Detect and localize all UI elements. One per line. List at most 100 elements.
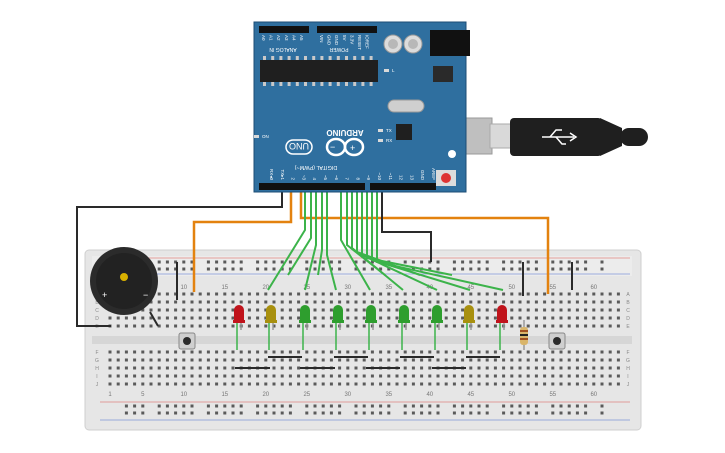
breadboard-hole[interactable] [428, 374, 432, 378]
rail-hole[interactable] [256, 411, 260, 415]
led[interactable] [299, 305, 311, 350]
rail-hole[interactable] [534, 267, 538, 271]
breadboard-hole[interactable] [559, 374, 563, 378]
breadboard-hole[interactable] [280, 350, 284, 354]
breadboard-hole[interactable] [272, 324, 276, 328]
breadboard-hole[interactable] [313, 300, 317, 304]
breadboard-hole[interactable] [149, 366, 153, 370]
breadboard-hole[interactable] [477, 308, 481, 312]
rail-hole[interactable] [280, 260, 284, 264]
breadboard-hole[interactable] [534, 300, 538, 304]
breadboard-hole[interactable] [584, 358, 588, 362]
breadboard-hole[interactable] [493, 316, 497, 320]
breadboard-hole[interactable] [510, 358, 514, 362]
breadboard-hole[interactable] [297, 300, 301, 304]
breadboard-hole[interactable] [124, 366, 128, 370]
rail-hole[interactable] [231, 260, 235, 264]
breadboard-hole[interactable] [272, 366, 276, 370]
breadboard-hole[interactable] [452, 292, 456, 296]
breadboard-hole[interactable] [362, 358, 366, 362]
breadboard-hole[interactable] [428, 358, 432, 362]
breadboard-hole[interactable] [420, 366, 424, 370]
breadboard-hole[interactable] [223, 308, 227, 312]
breadboard-hole[interactable] [379, 292, 383, 296]
rail-hole[interactable] [584, 260, 588, 264]
breadboard-hole[interactable] [329, 316, 333, 320]
breadboard-hole[interactable] [543, 324, 547, 328]
rail-hole[interactable] [206, 267, 210, 271]
breadboard-hole[interactable] [133, 350, 137, 354]
breadboard-hole[interactable] [592, 324, 596, 328]
breadboard-hole[interactable] [231, 316, 235, 320]
breadboard-hole[interactable] [280, 324, 284, 328]
breadboard-hole[interactable] [305, 292, 309, 296]
breadboard-hole[interactable] [157, 374, 161, 378]
breadboard-hole[interactable] [370, 300, 374, 304]
breadboard-hole[interactable] [174, 308, 178, 312]
rail-hole[interactable] [526, 404, 530, 408]
breadboard-hole[interactable] [321, 324, 325, 328]
breadboard-hole[interactable] [608, 350, 612, 354]
breadboard-hole[interactable] [411, 382, 415, 386]
breadboard-hole[interactable] [370, 382, 374, 386]
breadboard-hole[interactable] [428, 366, 432, 370]
breadboard-hole[interactable] [387, 324, 391, 328]
breadboard-hole[interactable] [608, 324, 612, 328]
breadboard-hole[interactable] [165, 316, 169, 320]
breadboard-hole[interactable] [444, 358, 448, 362]
breadboard-hole[interactable] [436, 358, 440, 362]
breadboard-hole[interactable] [247, 350, 251, 354]
breadboard-hole[interactable] [198, 358, 202, 362]
rail-hole[interactable] [141, 411, 145, 415]
breadboard-hole[interactable] [206, 366, 210, 370]
breadboard-hole[interactable] [215, 374, 219, 378]
breadboard-hole[interactable] [592, 316, 596, 320]
breadboard-hole[interactable] [280, 292, 284, 296]
green-wires[interactable] [267, 185, 504, 291]
led[interactable] [332, 305, 344, 350]
breadboard-hole[interactable] [297, 292, 301, 296]
breadboard-hole[interactable] [493, 366, 497, 370]
breadboard-hole[interactable] [305, 358, 309, 362]
breadboard-hole[interactable] [297, 358, 301, 362]
rail-hole[interactable] [379, 404, 383, 408]
breadboard-hole[interactable] [231, 358, 235, 362]
rail-hole[interactable] [461, 260, 465, 264]
breadboard-hole[interactable] [190, 316, 194, 320]
breadboard-hole[interactable] [584, 300, 588, 304]
rail-hole[interactable] [157, 404, 161, 408]
breadboard-hole[interactable] [444, 316, 448, 320]
breadboard-hole[interactable] [206, 300, 210, 304]
breadboard-hole[interactable] [444, 300, 448, 304]
breadboard-hole[interactable] [526, 308, 530, 312]
rail-hole[interactable] [272, 267, 276, 271]
rail-hole[interactable] [321, 411, 325, 415]
breadboard-hole[interactable] [493, 300, 497, 304]
breadboard-hole[interactable] [149, 358, 153, 362]
breadboard-hole[interactable] [116, 316, 120, 320]
breadboard-hole[interactable] [190, 358, 194, 362]
rail-hole[interactable] [329, 260, 333, 264]
rail-hole[interactable] [305, 404, 309, 408]
rail-hole[interactable] [551, 260, 555, 264]
breadboard-hole[interactable] [280, 300, 284, 304]
rail-hole[interactable] [190, 267, 194, 271]
breadboard-hole[interactable] [313, 316, 317, 320]
breadboard-hole[interactable] [559, 316, 563, 320]
breadboard-hole[interactable] [165, 366, 169, 370]
rail-hole[interactable] [264, 404, 268, 408]
rail-hole[interactable] [239, 267, 243, 271]
breadboard-hole[interactable] [567, 324, 571, 328]
rail-hole[interactable] [436, 411, 440, 415]
breadboard-hole[interactable] [247, 316, 251, 320]
breadboard-hole[interactable] [616, 366, 620, 370]
breadboard-hole[interactable] [174, 358, 178, 362]
breadboard-hole[interactable] [444, 374, 448, 378]
breadboard-hole[interactable] [584, 324, 588, 328]
led-row[interactable] [233, 305, 508, 350]
breadboard-hole[interactable] [379, 308, 383, 312]
breadboard-hole[interactable] [452, 374, 456, 378]
breadboard-hole[interactable] [395, 358, 399, 362]
breadboard-hole[interactable] [428, 308, 432, 312]
breadboard-hole[interactable] [387, 358, 391, 362]
